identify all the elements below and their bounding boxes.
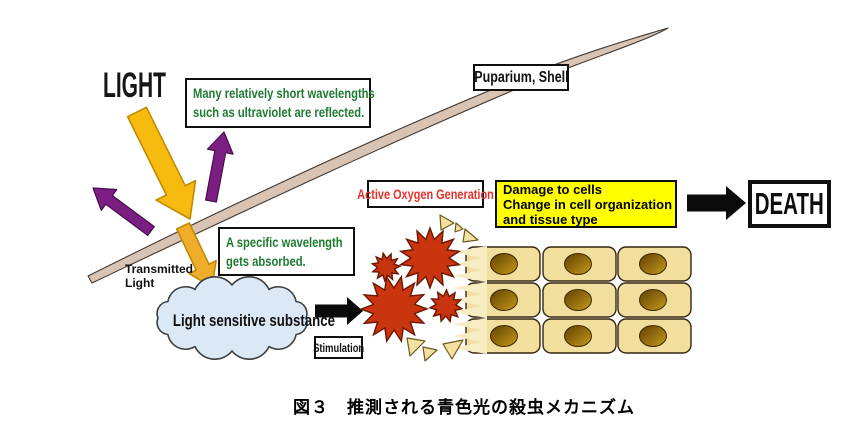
transmitted-light-line-1: Transmitted <box>125 262 194 276</box>
cell-nucleus <box>490 289 518 311</box>
cell-nucleus <box>490 325 518 347</box>
damage-to-cells-box: Damage to cells Change in cell organizat… <box>495 180 677 228</box>
cell-nucleus <box>639 325 667 347</box>
absorbed-line-2: gets absorbed. <box>226 252 306 269</box>
damage-line-3: and tissue type <box>503 211 598 227</box>
reflected-wavelengths-box: Many relatively short wavelengths such a… <box>185 78 375 128</box>
damage-triangle-icon <box>462 228 479 243</box>
damaged-cell-edge <box>452 318 487 354</box>
reflection-arrow-left <box>92 187 155 236</box>
death-label: DEATH <box>755 186 824 221</box>
damaged-cell-edge <box>452 282 487 318</box>
reflected-line-2: such as ultraviolet are reflected. <box>193 104 365 120</box>
transmitted-light-label: Transmitted Light <box>125 262 193 290</box>
cell-nucleus <box>564 325 592 347</box>
light-title: LIGHT <box>103 66 208 106</box>
death-box: DEATH <box>748 180 831 228</box>
damaged-cell-edge <box>452 246 487 282</box>
stimulation-label-box: Stimulation <box>313 336 364 359</box>
cell-nucleus <box>490 253 518 275</box>
active-oxygen-starburst-icon <box>358 274 430 344</box>
active-oxygen-generation-box: Active Oxygen Generation <box>357 180 494 208</box>
damage-triangle-icon <box>454 222 464 233</box>
damage-triangle-icon <box>442 339 464 360</box>
active-oxygen-starburst-icon <box>398 225 462 291</box>
cell-nucleus <box>564 289 592 311</box>
damage-line-2: Change in cell organization <box>503 196 673 212</box>
puparium-shell-label-box: Puparium, Shell <box>473 64 569 91</box>
death-arrow <box>687 186 746 220</box>
stimulation-arrow <box>315 297 363 325</box>
cell-nucleus <box>564 253 592 275</box>
damage-triangle-icon <box>439 214 455 231</box>
active-oxygen-starburst-icon <box>370 251 402 283</box>
cell-tissue-grid <box>452 246 692 354</box>
absorbed-wavelength-box: A specific wavelength gets absorbed. <box>218 227 355 276</box>
light-title-text: LIGHT <box>103 66 166 105</box>
reflected-line-1: Many relatively short wavelengths <box>193 85 375 101</box>
damage-triangle-icon <box>406 337 426 357</box>
cell-nucleus <box>639 253 667 275</box>
active-oxygen-starburst-icon <box>428 288 464 324</box>
puparium-shell-shape <box>87 27 669 284</box>
stimulation-label: Stimulation <box>313 340 364 355</box>
active-oxygen-generation-label: Active Oxygen Generation <box>357 186 494 202</box>
puparium-shell-label: Puparium, Shell <box>473 68 569 86</box>
cell-nucleus <box>639 289 667 311</box>
incident-light-arrow <box>126 106 197 220</box>
light-sensitive-substance-label: Light sensitive substance <box>172 311 335 330</box>
damage-triangle-icon <box>422 346 438 362</box>
light-sensitive-substance-cloud <box>156 276 308 360</box>
reflection-arrow-up <box>205 131 234 203</box>
figure-caption: 図３ 推測される青色光の殺虫メカニズム <box>293 398 635 417</box>
transmitted-light-line-2: Light <box>125 276 155 290</box>
absorbed-line-1: A specific wavelength <box>226 233 343 250</box>
transmitted-light-arrow <box>175 222 217 288</box>
damage-line-1: Damage to cells <box>503 181 602 197</box>
